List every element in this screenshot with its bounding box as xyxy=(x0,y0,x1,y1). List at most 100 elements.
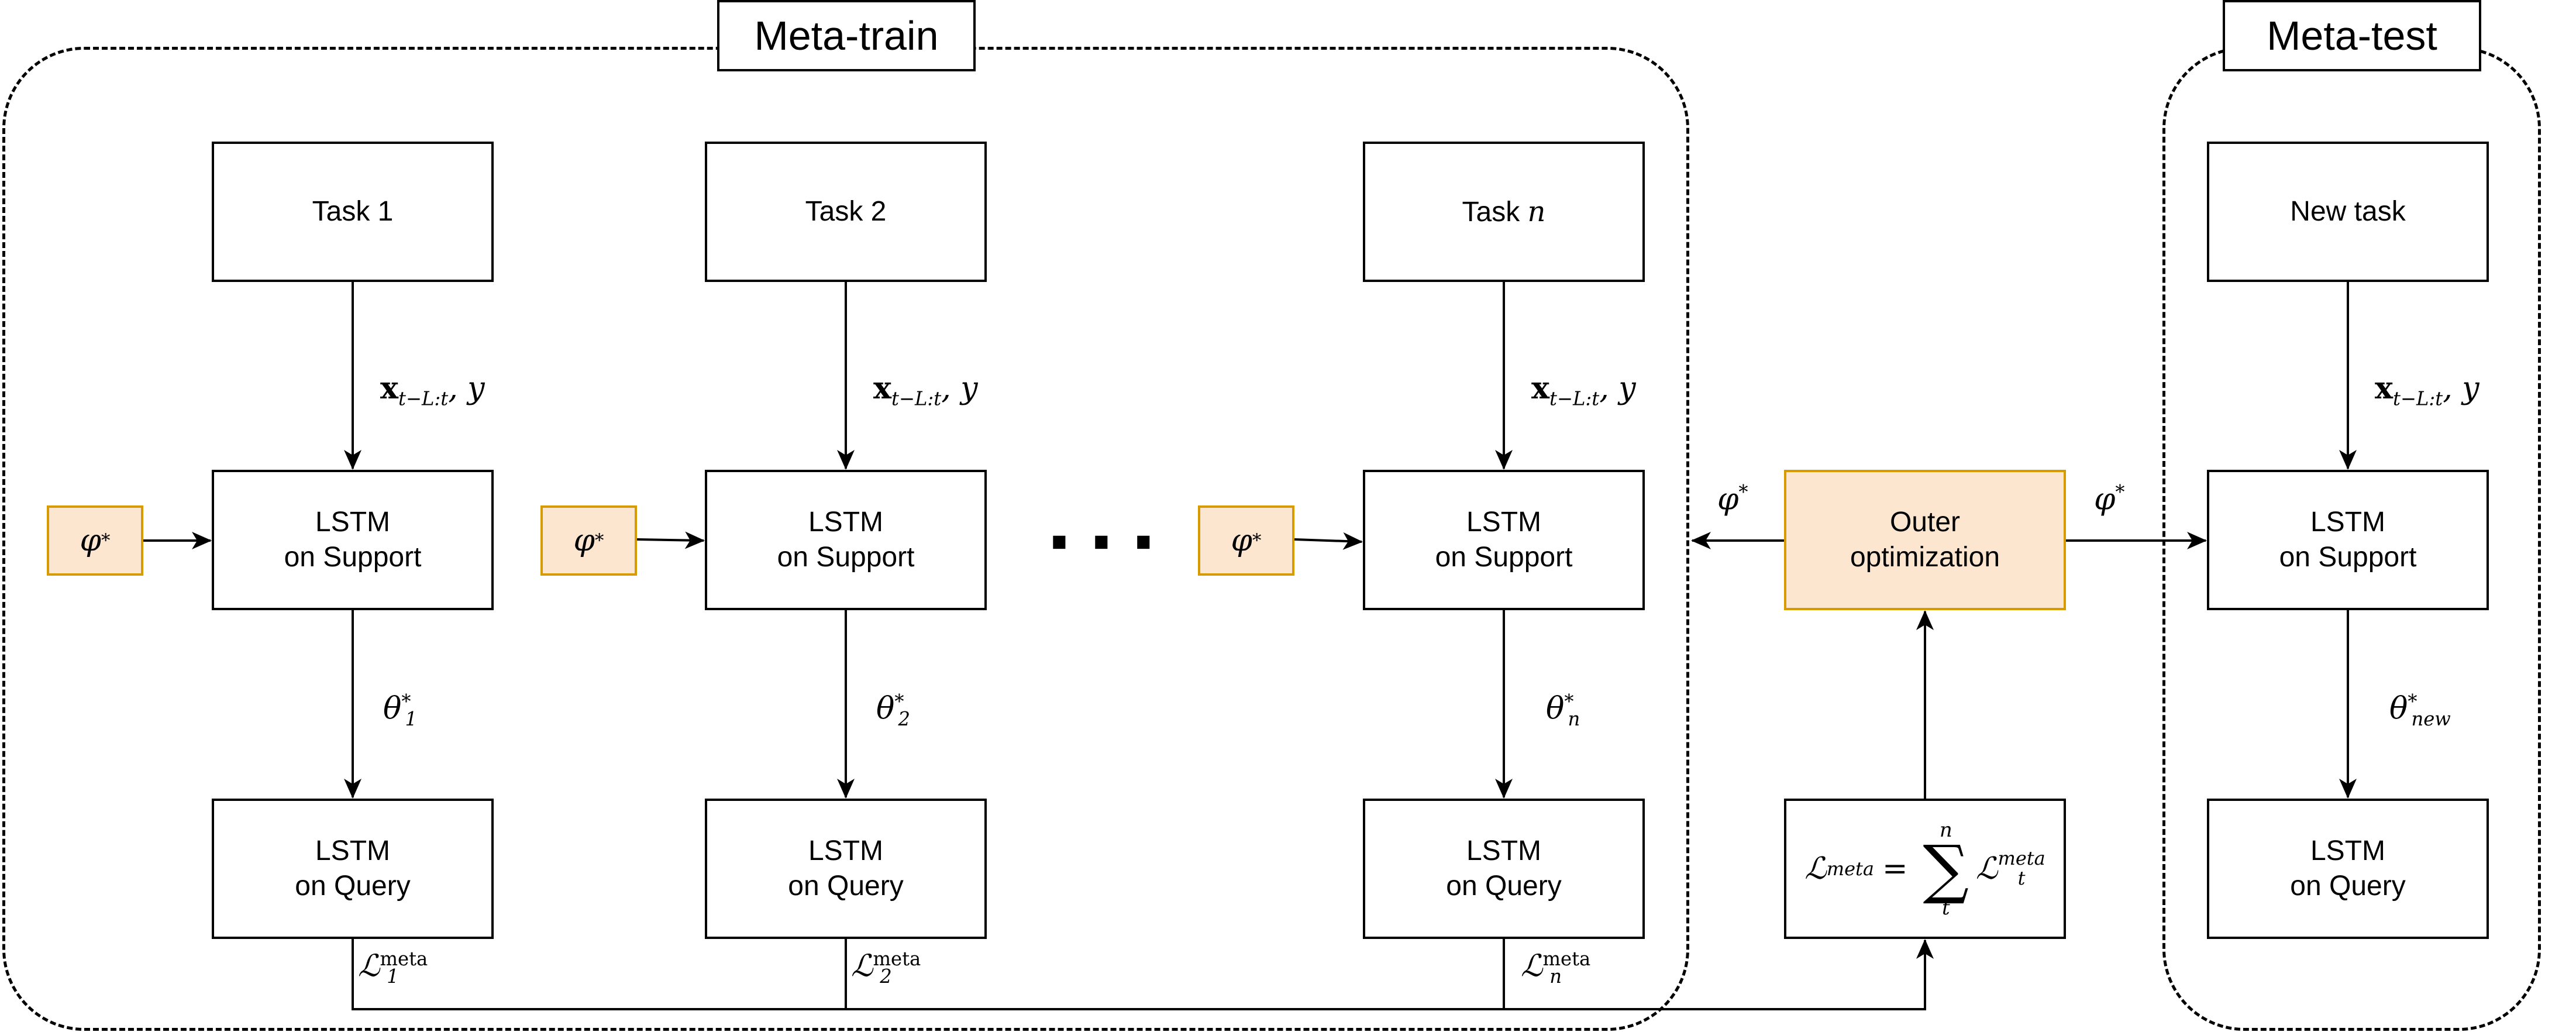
ellipsis: ··· xyxy=(1047,492,1173,590)
phi-1-star: * xyxy=(101,530,111,551)
loss-1-sub: 1 xyxy=(387,965,399,988)
outer-line1: Outer xyxy=(1889,507,1961,538)
task-2-support-box: LSTM on Support xyxy=(705,470,987,610)
task-2-query-line1: LSTM xyxy=(808,835,883,866)
sigma-icon: n ∑ t xyxy=(1923,820,1969,918)
phi-2-symbol: φ xyxy=(573,523,595,558)
outer-line2: optimization xyxy=(1850,542,2000,573)
new-task-support-line1: LSTM xyxy=(2310,507,2385,538)
input-1-x: x xyxy=(380,370,399,406)
task-1-query-line2: on Query xyxy=(295,871,411,902)
theta-new-star: * xyxy=(2408,690,2417,713)
meta-loss-equals: = xyxy=(1882,851,1908,886)
input-label-new: xt−L:t, y xyxy=(2375,370,2479,410)
new-task-box: New task xyxy=(2207,142,2489,282)
task-n-query-line1: LSTM xyxy=(1466,835,1541,866)
input-new-sub: t−L:t xyxy=(2393,387,2443,410)
loss-1-symbol: ℒ xyxy=(358,948,380,984)
task-1-support-line1: LSTM xyxy=(315,507,390,538)
input-2-x: x xyxy=(873,370,892,406)
task-1-query-box: LSTM on Query xyxy=(212,799,494,939)
new-task-query-box: LSTM on Query xyxy=(2207,799,2489,939)
input-n-x: x xyxy=(1531,370,1550,406)
task-2-label: Task 2 xyxy=(805,196,887,227)
theta-2-sub: 2 xyxy=(898,707,910,730)
theta-n-sub: n xyxy=(1568,707,1580,730)
input-1-rest: , y xyxy=(448,371,485,406)
task-n-query-box: LSTM on Query xyxy=(1363,799,1645,939)
input-label-n: xt−L:t, y xyxy=(1531,370,1636,410)
theta-label-new: θ*new xyxy=(2389,690,2451,730)
task-2-support-line2: on Support xyxy=(777,542,915,573)
task-n-support-box: LSTM on Support xyxy=(1363,470,1645,610)
new-task-query-line1: LSTM xyxy=(2310,835,2385,866)
phi-n-symbol: φ xyxy=(1231,523,1252,558)
loss-label-1: ℒmeta1 xyxy=(358,948,428,988)
task-2-box: Task 2 xyxy=(705,142,987,282)
meta-loss-rhs: ℒ xyxy=(1976,851,1998,886)
task-2-support-line1: LSTM xyxy=(808,507,883,538)
task-n-var: n xyxy=(1527,195,1546,228)
input-label-1: xt−L:t, y xyxy=(380,370,485,410)
loss-n-sub: n xyxy=(1549,965,1562,988)
task-n-box: Task n xyxy=(1363,142,1645,282)
phi-box-1: φ* xyxy=(47,505,143,576)
task-2-query-box: LSTM on Query xyxy=(705,799,987,939)
input-1-sub: t−L:t xyxy=(398,387,449,410)
meta-train-title: Meta-train xyxy=(717,0,976,71)
theta-1-sub: 1 xyxy=(405,707,417,730)
new-task-query-line2: on Query xyxy=(2290,871,2406,902)
task-n-support-line1: LSTM xyxy=(1466,507,1541,538)
phi-left-symbol: φ xyxy=(1717,481,1739,517)
loss-n-symbol: ℒ xyxy=(1521,948,1543,984)
sum-lower: t xyxy=(1941,896,1950,920)
new-task-support-box: LSTM on Support xyxy=(2207,470,2489,610)
phi-left-star: * xyxy=(1738,481,1748,503)
theta-2-base: θ xyxy=(876,691,895,727)
phi-1-symbol: φ xyxy=(80,523,101,558)
loss-label-2: ℒmeta2 xyxy=(851,948,921,988)
input-n-sub: t−L:t xyxy=(1549,387,1600,410)
meta-loss-lhs: ℒ xyxy=(1804,851,1827,886)
phi-n-star: * xyxy=(1252,530,1262,551)
loss-2-sub: 2 xyxy=(880,965,892,988)
input-2-rest: , y xyxy=(941,371,978,406)
task-1-query-line1: LSTM xyxy=(315,835,390,866)
phi-2-star: * xyxy=(594,530,604,551)
outer-optimization-box: Outer optimization xyxy=(1784,470,2066,610)
task-n-label: Task n xyxy=(1462,194,1546,230)
phi-right-symbol: φ xyxy=(2094,481,2116,517)
loss-2-symbol: ℒ xyxy=(851,948,873,984)
task-n-support-line2: on Support xyxy=(1435,542,1573,573)
theta-1-star: * xyxy=(401,690,411,713)
theta-label-1: θ*1 xyxy=(383,690,417,730)
input-new-rest: , y xyxy=(2443,371,2479,406)
theta-label-2: θ*2 xyxy=(876,690,910,730)
sum-upper: n xyxy=(1939,818,1952,842)
new-task-label: New task xyxy=(2290,196,2406,227)
task-n-query-line2: on Query xyxy=(1446,871,1562,902)
theta-new-base: θ xyxy=(2389,691,2408,727)
loss-label-n: ℒmetan xyxy=(1521,948,1590,988)
meta-loss-rhs-sup: meta xyxy=(1998,847,2045,870)
phi-right-star: * xyxy=(2115,481,2125,503)
theta-n-base: θ xyxy=(1546,691,1565,727)
input-2-sub: t−L:t xyxy=(891,387,942,410)
new-task-support-line2: on Support xyxy=(2279,542,2417,573)
sum-symbol: ∑ xyxy=(1923,831,1969,906)
theta-new-sub: new xyxy=(2411,707,2451,730)
task-1-support-box: LSTM on Support xyxy=(212,470,494,610)
theta-1-base: θ xyxy=(383,691,402,727)
phi-box-n: φ* xyxy=(1198,505,1294,576)
theta-label-n: θ*n xyxy=(1546,690,1580,730)
meta-test-title: Meta-test xyxy=(2223,0,2481,71)
theta-n-star: * xyxy=(1564,690,1574,713)
phi-label-left: φ* xyxy=(1717,481,1748,517)
input-label-2: xt−L:t, y xyxy=(873,370,978,410)
task-n-prefix: Task xyxy=(1462,196,1528,228)
meta-loss-lhs-sup: meta xyxy=(1826,858,1874,880)
